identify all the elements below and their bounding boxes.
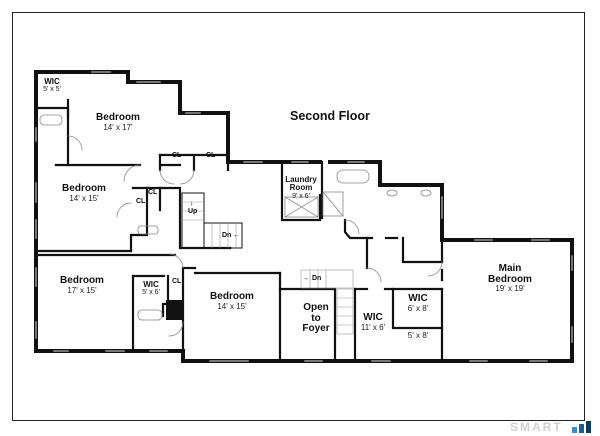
room-label-main-bedroom: Main Bedroom 19' x 19' (480, 263, 540, 293)
watermark-logo-text: SMART (510, 420, 563, 434)
stair-arrow-right-icon: → (302, 275, 309, 282)
room-name-line2: Room (289, 183, 313, 193)
room-name-line2: to (311, 312, 321, 324)
room-dimensions: 9' x 6' (292, 192, 310, 200)
stairs-up-label: Up (188, 208, 198, 215)
closet-label: CL (172, 152, 182, 159)
room-label-bedroom-sw: Bedroom 17' x 15' (52, 275, 112, 295)
room-dimensions: 5' x 8' (407, 331, 429, 340)
room-name-line1: Open (303, 302, 329, 313)
room-name-line2: Bedroom (488, 273, 532, 285)
stair-arrow-left-icon: ← (233, 232, 240, 239)
room-dimensions: 6' x 8' (407, 303, 429, 313)
room-label-wic-sw: WIC 5' x 6' (138, 280, 164, 297)
room-name: Bedroom (96, 112, 140, 123)
room-label-laundry: Laundry Room 9' x 6' (283, 175, 319, 200)
floor-title: Second Floor (290, 109, 370, 123)
room-dimensions: 11' x 6' (360, 322, 386, 332)
room-name-line1: Main (498, 263, 522, 274)
closet-label: CL (206, 152, 216, 159)
room-name-line1: Laundry (285, 175, 317, 184)
room-dimensions: 14' x 17' (103, 122, 133, 132)
room-dimensions: 14' x 15' (217, 301, 247, 311)
room-dimensions: 14' x 15' (69, 193, 99, 203)
stair-arrow-down-icon: ↓ (190, 200, 194, 207)
plan-frame (12, 12, 585, 421)
room-label-wic-nw: WIC 5' x 5' (39, 77, 65, 94)
room-label-bedroom-nw: Bedroom 14' x 17' (88, 112, 148, 132)
room-label-bedroom-s: Bedroom 14' x 15' (202, 291, 262, 311)
closet-label: CL (148, 189, 158, 196)
room-name: WIC (143, 280, 159, 289)
stairs-down-label: Dn (222, 232, 232, 239)
room-label-wic-main-1: WIC 11' x 6' (355, 312, 391, 332)
room-dimensions: 5' x 6' (142, 289, 160, 297)
room-dimensions: 5' x 5' (43, 86, 61, 94)
stairs-down-label: Dn (312, 275, 322, 282)
room-label-bedroom-w: Bedroom 14' x 15' (54, 183, 114, 203)
closet-label: CL (136, 198, 146, 205)
watermark-logo-icon (572, 421, 591, 433)
room-dimensions: 17' x 15' (67, 285, 97, 295)
room-name-line3: Foyer (302, 323, 330, 334)
room-name: WIC (44, 77, 60, 86)
room-name: Bedroom (60, 275, 104, 286)
room-label-open-foyer: Open to Foyer (296, 302, 336, 335)
room-name: Bedroom (210, 291, 254, 302)
room-label-wic-main-2: WIC 6' x 8' (400, 293, 436, 313)
room-name: WIC (408, 293, 428, 304)
room-name: Bedroom (62, 183, 106, 194)
closet-label: CL (172, 278, 182, 285)
room-label-bath-main: 5' x 8' (400, 331, 436, 340)
room-name: WIC (363, 312, 383, 323)
room-dimensions: 19' x 19' (495, 284, 525, 293)
